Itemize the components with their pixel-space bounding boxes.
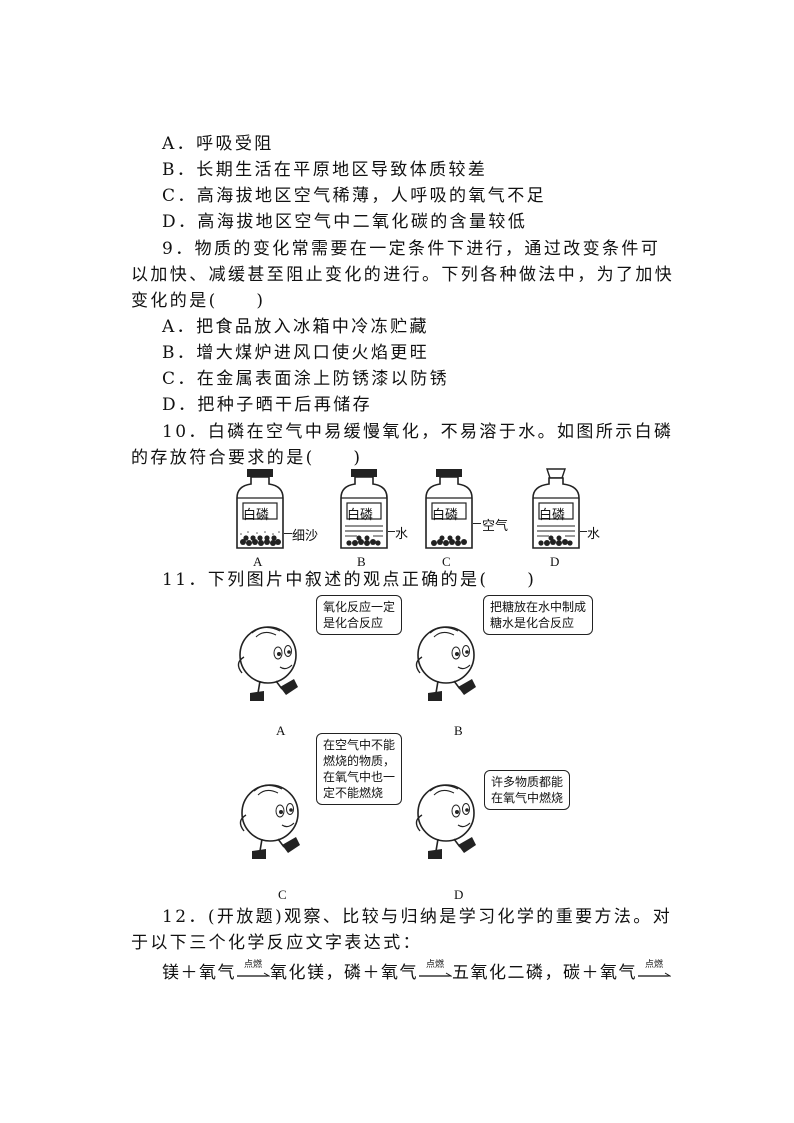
jar-d-pointer bbox=[580, 531, 587, 532]
q9-stem-line3: 变化的是( ) bbox=[131, 291, 266, 311]
jar-b-pointer bbox=[388, 531, 395, 532]
panel-c-text-1: 在空气中不能 bbox=[323, 738, 396, 752]
arrow-condition-3: 点燃 bbox=[644, 959, 663, 970]
reaction-arrow-3: 点燃 bbox=[637, 960, 671, 983]
panel-a-letter: A bbox=[276, 723, 286, 738]
jar-a-illustration bbox=[236, 469, 284, 549]
jar-c-letter: C bbox=[442, 554, 451, 569]
panel-c-bubble: 在空气中不能 燃烧的物质， 在氧气中也一 定不能燃烧 bbox=[316, 733, 403, 805]
q12-equations: 镁＋氧气点燃氧化镁，磷＋氧气点燃五氧化二磷，碳＋氧气点燃 bbox=[162, 958, 671, 983]
q8-option-d: D．高海拔地区空气中二氧化碳的含量较低 bbox=[162, 212, 528, 232]
panel-c-character bbox=[239, 784, 300, 859]
panel-b-text-1: 把糖放在水中制成 bbox=[490, 600, 587, 614]
q10-stem-line1: 10．白磷在空气中易缓慢氧化，不易溶于水。如图所示白磷 bbox=[162, 422, 674, 442]
q10-jars-figure: 白磷 细沙 A 白磷 水 B 白磷 空气 C 白磷 水 D bbox=[225, 468, 625, 569]
panel-a-text-1: 氧化反应一定 bbox=[323, 600, 396, 614]
panel-c-text-2: 燃烧的物质， bbox=[323, 754, 396, 768]
reaction-arrow-1: 点燃 bbox=[236, 960, 270, 983]
panel-a-text-2: 是化合反应 bbox=[323, 616, 384, 630]
panel-d-character bbox=[415, 784, 476, 859]
jar-a-pointer bbox=[284, 533, 292, 534]
q12-stem-line2: 于以下三个化学反应文字表达式： bbox=[131, 933, 422, 953]
panel-b-bubble: 把糖放在水中制成 糖水是化合反应 bbox=[483, 595, 594, 635]
jar-d-letter: D bbox=[550, 554, 560, 569]
jar-b-side-label: 水 bbox=[395, 527, 409, 542]
q11-stem: 11．下列图片中叙述的观点正确的是( ) bbox=[162, 570, 537, 590]
panel-a-character bbox=[237, 626, 298, 701]
jar-b-label: 白磷 bbox=[347, 508, 374, 523]
eq-part-3: 五氧化二磷，碳＋氧气 bbox=[452, 963, 637, 983]
q9-option-a: A．把食品放入冰箱中冷冻贮藏 bbox=[162, 317, 429, 337]
q9-stem-line1: 9．物质的变化常需要在一定条件下进行，通过改变条件可 bbox=[162, 239, 661, 259]
panel-c-text-4: 定不能燃烧 bbox=[323, 786, 384, 800]
q9-stem-line2: 以加快、减缓甚至阻止变化的进行。下列各种做法中，为了加快 bbox=[131, 265, 675, 285]
panel-c-letter: C bbox=[278, 887, 287, 902]
panel-d-letter: D bbox=[454, 887, 464, 902]
jar-d-label: 白磷 bbox=[539, 508, 566, 523]
arrow-condition-2: 点燃 bbox=[425, 959, 444, 970]
jar-b-illustration bbox=[340, 469, 388, 549]
panel-a-bubble: 氧化反应一定 是化合反应 bbox=[316, 595, 403, 635]
q9-option-d: D．把种子晒干后再储存 bbox=[162, 395, 373, 415]
q11-figure: 氧化反应一定 是化合反应 A 把糖放在水中制成 糖水是化合反应 B 在空气中 bbox=[230, 595, 610, 902]
jar-b-letter: B bbox=[357, 554, 366, 569]
jar-c-illustration bbox=[425, 469, 473, 549]
arrow-condition-1: 点燃 bbox=[243, 959, 262, 970]
eq-part-1: 镁＋氧气 bbox=[162, 963, 236, 983]
q8-option-c: C．高海拔地区空气稀薄，人呼吸的氧气不足 bbox=[162, 186, 547, 206]
jar-c-side-label: 空气 bbox=[482, 519, 509, 534]
q10-stem-line2: 的存放符合要求的是( ) bbox=[131, 448, 363, 468]
q8-option-b: B．长期生活在平原地区导致体质较差 bbox=[162, 160, 488, 180]
panel-d-bubble: 许多物质都能 在氧气中燃烧 bbox=[484, 770, 571, 810]
jar-d-side-label: 水 bbox=[587, 527, 601, 542]
panel-b-letter: B bbox=[454, 723, 463, 738]
q12-stem-line1: 12．(开放题)观察、比较与归纳是学习化学的重要方法。对 bbox=[162, 907, 673, 927]
panel-b-text-2: 糖水是化合反应 bbox=[490, 616, 575, 630]
q9-option-c: C．在金属表面涂上防锈漆以防锈 bbox=[162, 369, 450, 389]
eq-part-2: 氧化镁，磷＋氧气 bbox=[270, 963, 418, 983]
panel-d-text-2: 在氧气中燃烧 bbox=[491, 791, 564, 805]
jar-a-side-label: 细沙 bbox=[292, 529, 319, 544]
jar-c-label: 白磷 bbox=[432, 508, 459, 523]
panel-d-text-1: 许多物质都能 bbox=[491, 775, 564, 789]
jar-a-letter: A bbox=[253, 554, 263, 569]
jar-c-pointer bbox=[473, 523, 481, 524]
panel-c-text-3: 在氧气中也一 bbox=[323, 770, 396, 784]
q8-option-a: A．呼吸受阻 bbox=[162, 134, 274, 154]
panel-b-character bbox=[415, 626, 476, 701]
reaction-arrow-2: 点燃 bbox=[418, 960, 452, 983]
jar-a-label: 白磷 bbox=[243, 508, 270, 523]
q9-option-b: B．增大煤炉进风口使火焰更旺 bbox=[162, 343, 430, 363]
jar-d-illustration bbox=[532, 468, 580, 549]
